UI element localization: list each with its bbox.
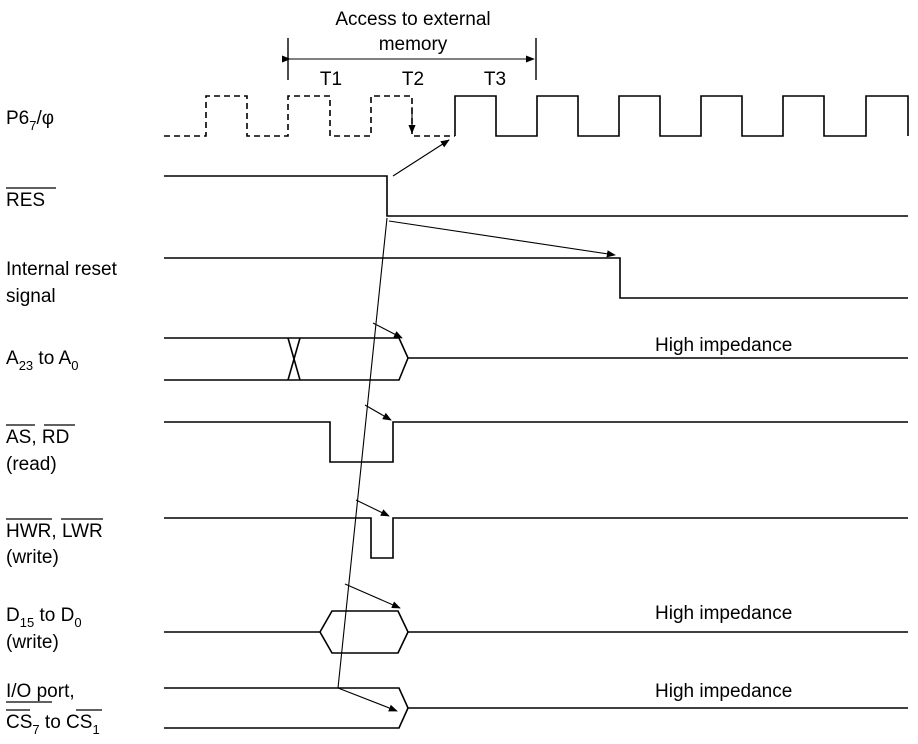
io-port-wave-lower xyxy=(164,707,409,729)
write-note-strobe: (write) xyxy=(6,547,59,568)
as-rd-float-arrow xyxy=(364,404,392,421)
data-bus-wave-lower xyxy=(319,631,409,654)
address-high-impedance: High impedance xyxy=(655,335,792,356)
hwr-lwr-float-arrow xyxy=(355,499,390,517)
io-port-float-arrow xyxy=(337,687,398,712)
state-label-t3: T3 xyxy=(484,69,506,90)
address-bus-wave-upper xyxy=(164,337,908,359)
write-note-data: (write) xyxy=(6,632,59,653)
address-cross-b xyxy=(287,337,301,381)
io-port-high-impedance: High impedance xyxy=(655,681,792,702)
internal-reset-label-line1: Internal reset xyxy=(6,259,118,280)
clock-wave-dashed xyxy=(164,95,455,137)
address-bus-label: A23 to A0 xyxy=(6,348,78,373)
access-title-line2: memory xyxy=(379,34,448,55)
clock-wave-solid xyxy=(454,95,909,137)
clock-label: P67/φ xyxy=(6,108,54,133)
io-port-wave-upper xyxy=(164,687,908,709)
as-rd-wave xyxy=(164,421,908,463)
state-label-t2: T2 xyxy=(402,69,424,90)
internal-reset-label-line2: signal xyxy=(6,286,56,307)
state-label-t1: T1 xyxy=(320,69,342,90)
hwr-lwr-wave xyxy=(164,517,908,559)
io-port-label: I/O port, xyxy=(6,681,75,702)
data-bus-label: D15 to D0 xyxy=(6,605,82,630)
access-title-line1: Access to external xyxy=(335,9,490,30)
res-to-internal-reset-arrow xyxy=(388,220,616,258)
res-wave xyxy=(164,175,908,217)
cs-label: CS7 to CS1 xyxy=(6,712,100,737)
data-high-impedance: High impedance xyxy=(655,603,792,624)
reset-propagation-line xyxy=(337,217,388,689)
data-bus-wave xyxy=(164,610,908,633)
res-label: RES xyxy=(6,190,45,211)
data-float-arrow xyxy=(344,583,401,609)
address-float-arrow xyxy=(372,322,403,339)
hwr-lwr-label: HWR, LWR xyxy=(6,521,103,542)
as-rd-label: AS, RD xyxy=(6,427,69,448)
res-to-clock-arrow xyxy=(392,139,450,177)
read-note: (read) xyxy=(6,454,57,475)
internal-reset-wave xyxy=(164,257,908,299)
